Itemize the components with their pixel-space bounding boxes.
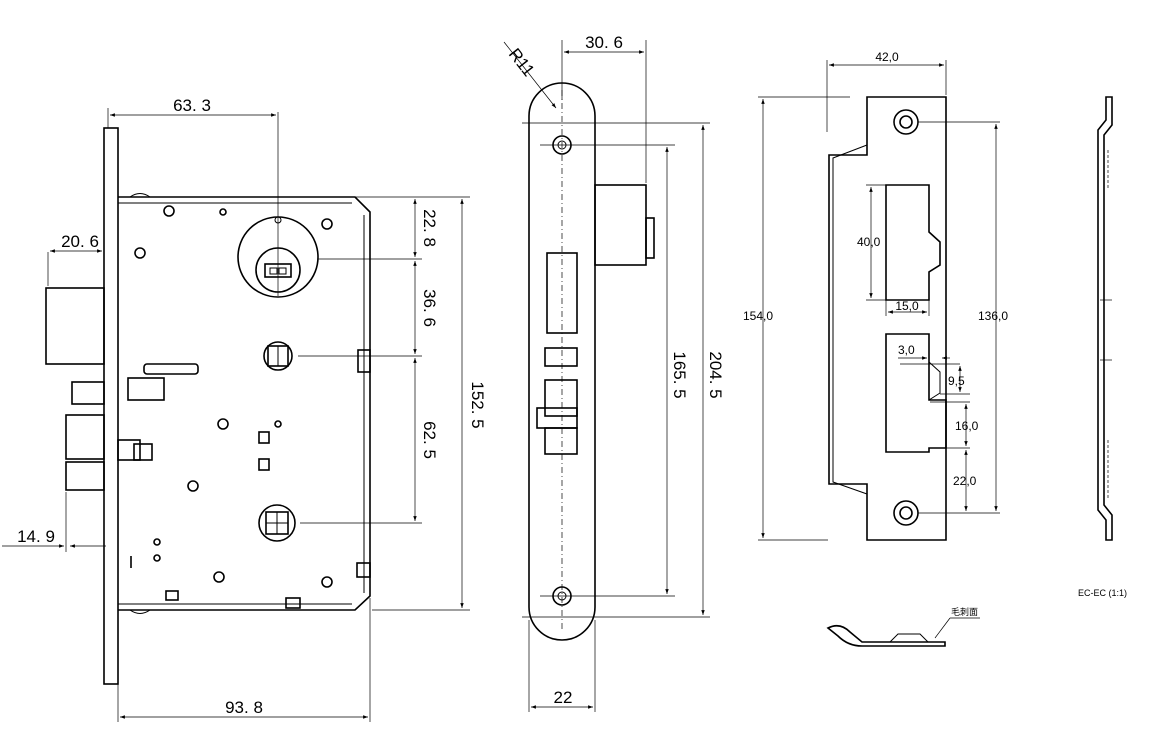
dim-notch-b: 9,5 [948,374,965,388]
latch-tongue [536,407,578,429]
lock-body-view: 63. 3 20. 6 14. 9 93. 8 22. 8 36. 6 62. … [2,96,487,722]
dim-radius: R11 [505,45,538,80]
faceplate-outline [528,82,596,641]
dim-notch-c: 16,0 [955,419,979,433]
case-holes [134,205,333,588]
follower-hub [263,341,293,371]
side-tab-lower [356,562,371,578]
latch-bolt [65,414,105,460]
dim-latch-offset: 14. 9 [17,527,55,546]
bottom-tab [285,597,301,609]
lower-hub [258,504,296,542]
dim-notch-a: 3,0 [898,343,915,357]
auxiliary-latch [71,381,105,405]
dim-hole-spacing: 165. 5 [670,351,689,398]
strike-latch-opening [885,333,947,453]
strike-bolt-opening [885,184,941,301]
deadbolt [45,287,105,365]
lock-case [118,196,371,611]
dim-bolt-projection: 20. 6 [61,232,99,251]
dim-backset: 30. 6 [585,33,623,52]
dim-seg-low: 62. 5 [420,421,439,459]
dim-bottom-width: 93. 8 [225,698,263,717]
strike-hole-top [893,109,919,135]
dim-strike-hole-spacing: 136,0 [978,309,1008,323]
internal-block [127,377,165,401]
dim-strike-height: 154,0 [743,309,773,323]
dim-strike-width: 42,0 [875,50,899,64]
internal-slide-b [133,443,153,461]
square-slot-2 [258,458,270,471]
dim-seg-top: 22. 8 [420,209,439,247]
strike-hole-bottom [893,500,919,526]
square-slot-1 [258,431,270,444]
aux-opening [544,347,578,367]
faceplate-view: R11 30. 6 165. 5 204. 5 22 [503,33,725,712]
strike-plate-view: 42,0 154,0 136,0 40,0 15,0 3,0 9,5 16,0 … [743,50,1008,541]
strike-plate-outline [828,96,947,541]
dim-seg-mid: 36. 6 [420,289,439,327]
dim-opening-height: 40,0 [857,235,881,249]
latch-bolt-lower [65,461,105,491]
dim-faceplate-height: 204. 5 [706,351,725,398]
strike-side-view: EC-EC (1:1) [1078,96,1127,598]
section-scale-note: EC-EC (1:1) [1078,588,1127,598]
latch-opening-top [544,379,578,417]
dim-faceplate-width: 22 [554,688,573,707]
dim-top-width: 63. 3 [173,96,211,115]
strike-profile [1097,96,1113,541]
strike-bottom-section: 毛刺面 [826,606,980,647]
bottom-lug [165,590,179,601]
case-projection [594,184,647,266]
burr-side-note: 毛刺面 [951,606,978,617]
dim-overall-height: 152. 5 [468,381,487,428]
latch-opening-bottom [544,427,578,455]
internal-slide [117,439,141,461]
internal-lever [143,363,199,375]
strike-section-profile [826,624,946,647]
front-plate [103,127,119,685]
case-projection-lip [645,217,655,259]
dim-opening-width: 15,0 [895,299,919,313]
dim-notch-d: 22,0 [953,474,977,488]
side-tab [357,349,371,373]
